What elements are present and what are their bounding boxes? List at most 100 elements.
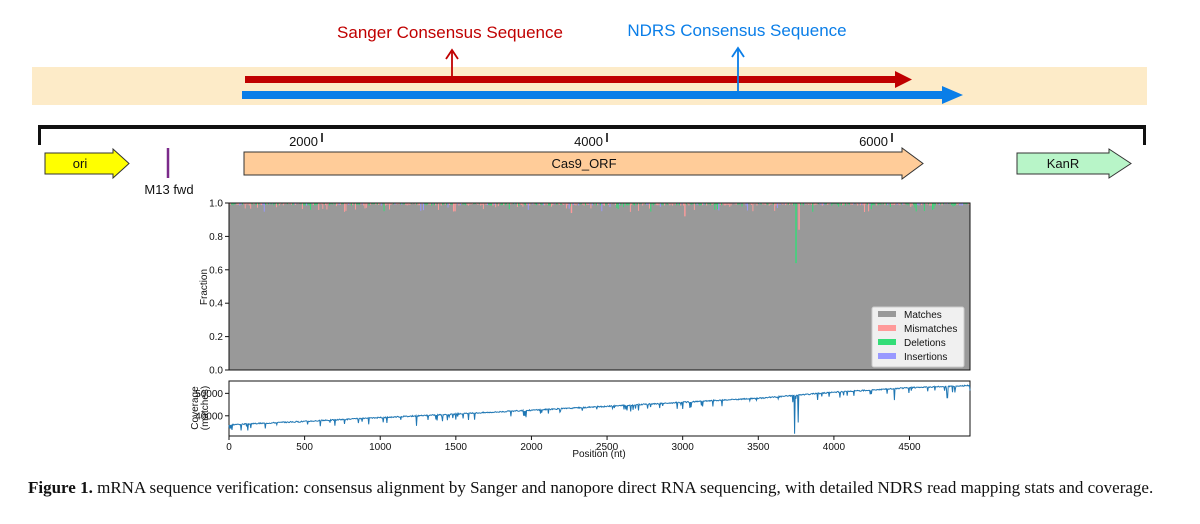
fraction-bar: [915, 203, 917, 212]
fraction-bar: [247, 203, 249, 205]
legend-label: Deletions: [904, 338, 946, 349]
fraction-bar: [395, 203, 397, 205]
fraction-bar: [261, 203, 263, 206]
fraction-bar: [910, 203, 912, 207]
fraction-bar: [842, 203, 844, 206]
fraction-bar: [812, 203, 814, 212]
fraction-bar: [753, 203, 755, 205]
fraction-bar: [695, 203, 697, 205]
fraction-bar: [610, 203, 612, 205]
fraction-bar: [666, 203, 668, 205]
coverage-ylabel-line2: (matches): [200, 386, 211, 430]
fraction-bar: [873, 203, 875, 206]
fraction-bar: [399, 203, 401, 205]
y-tick-label: 50000: [195, 389, 223, 400]
fraction-bar: [809, 203, 811, 205]
fraction-bar: [771, 203, 773, 205]
fraction-bar: [831, 203, 833, 206]
fraction-bar: [785, 203, 787, 206]
fraction-bar: [851, 203, 853, 205]
fraction-bar: [559, 203, 561, 205]
fraction-bar: [955, 203, 957, 206]
fraction-bar: [655, 203, 657, 206]
fraction-bar: [899, 203, 901, 206]
fraction-bar: [795, 203, 797, 264]
fraction-bar: [947, 203, 949, 205]
fraction-ylabel: Fraction: [199, 269, 210, 305]
fraction-bar: [437, 203, 439, 210]
fraction-bar: [552, 203, 554, 206]
fraction-bar: [388, 203, 390, 210]
fraction-bar: [662, 203, 664, 206]
fraction-bar: [775, 203, 777, 206]
ruler-tick-4000: 4000: [574, 133, 608, 149]
fraction-bar: [644, 203, 646, 205]
x-tick-label: 3000: [672, 442, 695, 453]
fraction-bar: [586, 203, 588, 205]
fraction-bar: [632, 203, 634, 205]
fraction-bar: [849, 203, 851, 205]
fraction-bar: [669, 203, 671, 206]
fraction-bar: [789, 203, 791, 205]
fraction-bar: [896, 203, 898, 205]
fraction-bar: [653, 203, 655, 206]
fraction-bar: [344, 203, 346, 212]
fraction-bar: [548, 203, 550, 206]
fraction-bar: [525, 203, 527, 206]
fraction-bar: [707, 203, 709, 205]
fraction-bar: [572, 203, 574, 206]
fraction-bar: [507, 203, 509, 205]
fraction-bar: [872, 203, 874, 206]
fraction-bar: [774, 203, 776, 211]
fraction-bar: [583, 203, 585, 206]
caption-text: mRNA sequence verification: consensus al…: [92, 478, 1154, 497]
fraction-bar: [369, 203, 371, 205]
fraction-bar: [616, 203, 618, 208]
fraction-bar: [869, 203, 871, 206]
fraction-bar: [246, 203, 248, 205]
fraction-bar: [678, 203, 680, 206]
fraction-bar: [865, 203, 867, 205]
fraction-bar: [521, 203, 523, 205]
fraction-bar: [542, 203, 544, 206]
fraction-bar: [459, 203, 461, 206]
fraction-bar: [682, 203, 684, 206]
fraction-bar: [251, 203, 253, 205]
legend-item-deletions: Deletions: [878, 338, 946, 349]
legend-label: Mismatches: [904, 324, 957, 335]
fraction-bar: [550, 203, 552, 207]
feature-ori: ori: [44, 147, 130, 180]
fraction-bar: [469, 203, 471, 205]
fraction-bar: [314, 203, 316, 206]
fraction-bar: [570, 203, 573, 214]
fraction-bar: [579, 203, 581, 205]
fraction-bar: [447, 203, 449, 208]
fraction-bar: [300, 203, 302, 205]
fraction-bar: [887, 203, 889, 206]
fraction-bar: [470, 203, 472, 205]
fraction-bar: [516, 203, 518, 207]
fraction-bar: [648, 203, 650, 209]
fraction-bar: [674, 203, 676, 205]
fraction-bar: [923, 203, 925, 211]
feature-label: ori: [73, 156, 88, 171]
fraction-bar: [406, 203, 408, 206]
fraction-bar: [693, 203, 695, 210]
fraction-chart: 0.00.20.40.60.81.0 Fraction Matches Mism…: [199, 199, 971, 377]
figure-caption: Figure 1. mRNA sequence verification: co…: [28, 476, 1158, 499]
fraction-bar: [857, 203, 859, 206]
fraction-bar: [734, 203, 736, 205]
fraction-bar: [680, 203, 682, 206]
fraction-bar: [372, 203, 374, 205]
fraction-bar: [549, 203, 551, 206]
fraction-bar: [700, 203, 702, 206]
fraction-bar: [301, 203, 303, 210]
fraction-bar: [759, 203, 761, 205]
fraction-bar: [394, 203, 396, 205]
fraction-bar: [387, 203, 389, 205]
fraction-bar: [390, 203, 392, 206]
fraction-bar: [627, 203, 629, 206]
sanger-consensus-arrow: [245, 71, 912, 88]
fraction-bar: [764, 203, 766, 206]
x-tick-label: 500: [296, 442, 313, 453]
